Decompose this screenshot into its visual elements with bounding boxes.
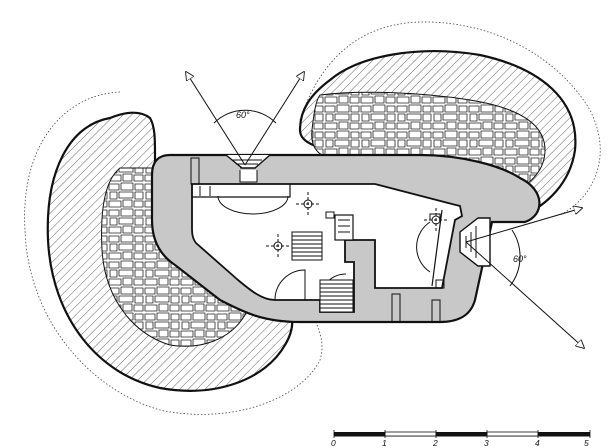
scale-tick-0: 0 (331, 438, 336, 448)
scale-tick-1: 1 (382, 438, 387, 448)
scale-tick-5: 5 (584, 438, 589, 448)
scale-tick-3: 3 (484, 438, 489, 448)
axis-markers (266, 192, 448, 258)
scale-bar: 0 1 2 3 4 5 (331, 430, 591, 448)
bunker-interior (191, 183, 464, 313)
angle-label-right: 60° (513, 254, 527, 264)
firing-sector-top (186, 72, 304, 166)
interior-details (190, 154, 491, 323)
scale-tick-2: 2 (432, 438, 438, 448)
scale-tick-4: 4 (535, 438, 540, 448)
firing-sector-right (465, 208, 584, 348)
angle-label-top: 60° (236, 110, 250, 120)
terrain-contours (24, 21, 601, 415)
